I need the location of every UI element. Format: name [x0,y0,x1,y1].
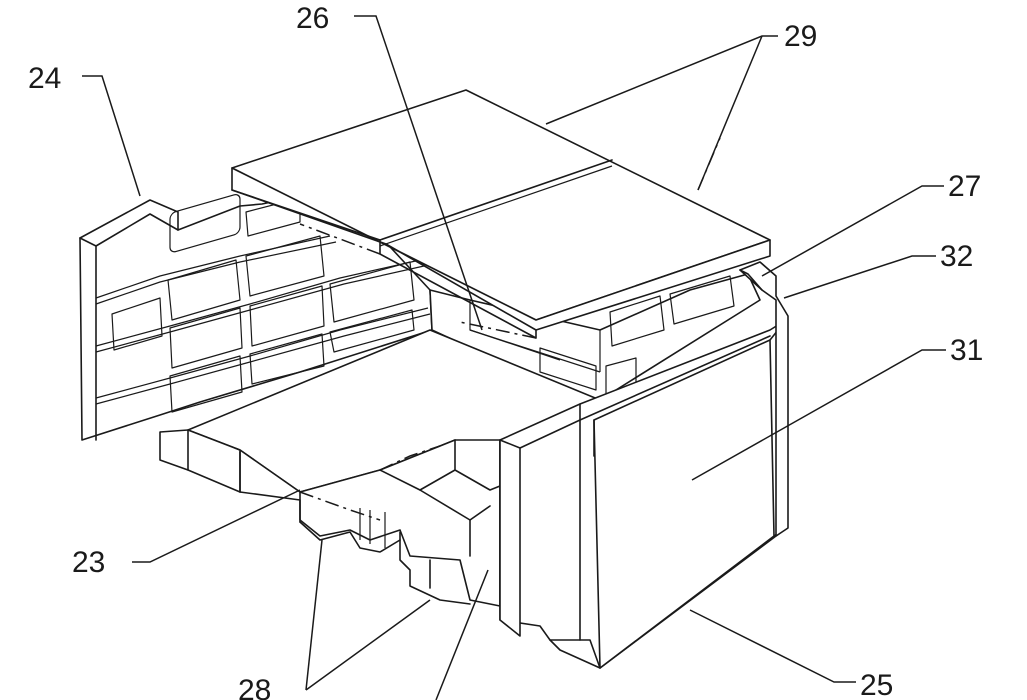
leader-lines [82,15,946,700]
ref-23: 23 [72,546,105,579]
ref-32: 32 [940,240,973,273]
front-end-wall [499,261,789,669]
ref-31: 31 [950,334,983,367]
reference-numerals: 24 26 29 27 32 31 23 28 25 [28,2,983,700]
floor-plate [159,329,601,607]
lid-plates [231,89,771,339]
ref-27: 27 [948,170,981,203]
back-brick-wall [79,194,433,441]
ref-28: 28 [238,674,271,700]
ref-29: 29 [784,20,817,53]
ref-24: 24 [28,62,61,95]
ref-25: 25 [860,669,893,700]
ref-26: 26 [296,2,329,35]
